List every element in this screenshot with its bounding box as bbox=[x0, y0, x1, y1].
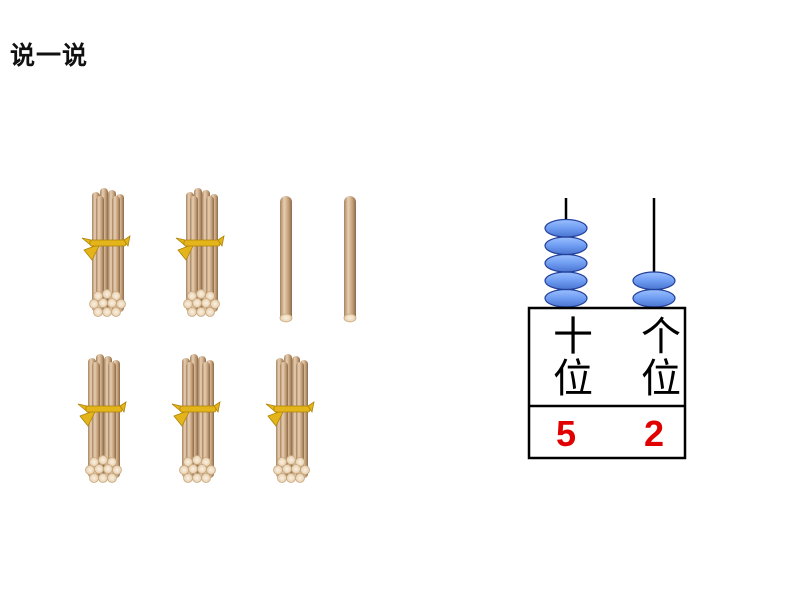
stick-bundle bbox=[81, 188, 131, 317]
place-label-tens: 十位 bbox=[546, 315, 592, 399]
place-label-ones: 个位 bbox=[634, 315, 680, 399]
stick-bundle bbox=[175, 188, 225, 317]
single-stick bbox=[279, 196, 293, 323]
abacus: 十位 个位 5 2 bbox=[520, 192, 700, 468]
abacus-beads-tens bbox=[544, 218, 588, 308]
abacus-bead bbox=[544, 253, 588, 273]
page-title: 说一说 bbox=[10, 41, 89, 70]
abacus-bead bbox=[544, 236, 588, 256]
abacus-bead bbox=[544, 218, 588, 238]
stick-bundle bbox=[171, 354, 221, 483]
abacus-bead bbox=[544, 288, 588, 308]
digit-ones: 2 bbox=[643, 413, 665, 454]
abacus-bead bbox=[544, 271, 588, 291]
abacus-bead bbox=[632, 288, 676, 308]
place-value-box bbox=[527, 306, 687, 460]
abacus-bead bbox=[632, 271, 676, 291]
abacus-beads-ones bbox=[632, 271, 676, 308]
digit-tens: 5 bbox=[555, 413, 577, 454]
abacus-frame bbox=[527, 198, 687, 460]
stick-bundle bbox=[77, 354, 127, 483]
stick-bundle bbox=[265, 354, 315, 483]
single-stick bbox=[343, 196, 357, 323]
